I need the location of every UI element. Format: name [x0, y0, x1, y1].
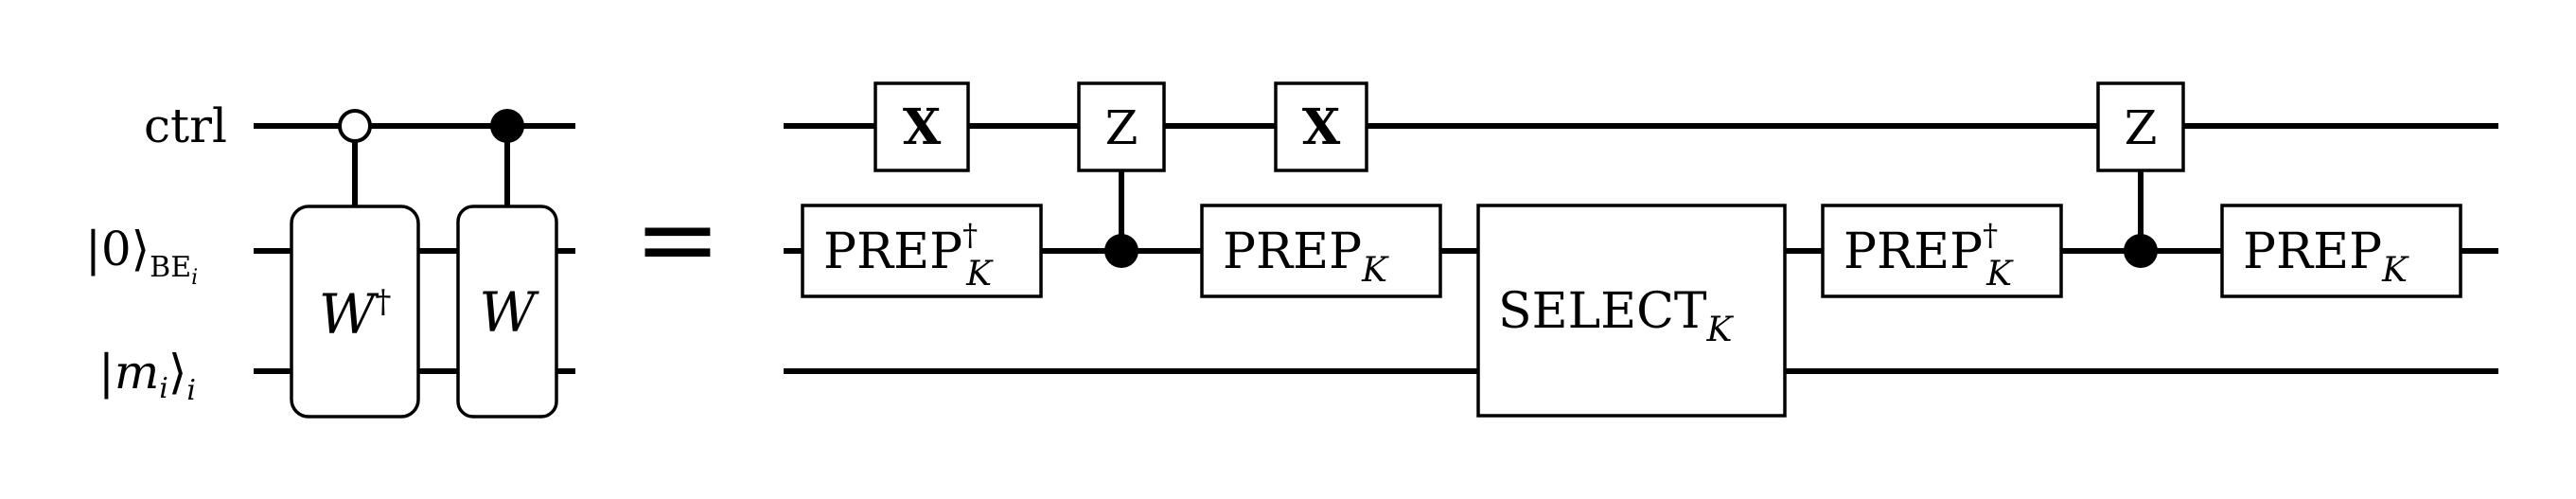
m-ket-index: i	[186, 374, 196, 407]
equals-sign: =	[634, 178, 721, 299]
m-ket-label: |mi⟩i	[98, 345, 196, 407]
x-gate-1	[873, 81, 970, 172]
m-var-sub: i	[159, 372, 168, 405]
z-gate-1-control-dot	[1104, 234, 1138, 268]
w-dagger-gate	[290, 205, 420, 419]
svg-text:|0⟩BEi: |0⟩BEi	[85, 222, 198, 290]
select-label: SELECTK	[1498, 283, 1735, 349]
x-gate-1-label: X	[903, 98, 942, 156]
x-gate-2	[1274, 81, 1368, 172]
m-ket-open: |	[98, 345, 115, 400]
x-gate-2-label: X	[1302, 98, 1341, 156]
select-gate	[1476, 204, 1787, 418]
ctrl-label: ctrl	[144, 98, 227, 153]
filled-control-dot	[490, 109, 524, 143]
prep-dagger-gate-1	[801, 204, 1043, 298]
be-sub-index: i	[191, 266, 198, 290]
m-ket-close: ⟩	[168, 345, 187, 400]
prep-dagger-2-label: PREP†K	[1844, 217, 2014, 294]
prep-dagger-gate-2	[1821, 204, 2063, 298]
z-gate-2-label: Z	[2125, 100, 2158, 155]
be-ket-label: |0⟩BEi	[85, 222, 198, 290]
m-var: m	[115, 345, 159, 400]
w-dagger-label: W†	[319, 282, 392, 347]
z-gate-1	[1077, 81, 1166, 172]
svg-text:|mi⟩i: |mi⟩i	[98, 345, 196, 407]
prep-gate-2	[2220, 204, 2462, 298]
z-gate-1-label: Z	[1105, 100, 1138, 155]
prep-2-label: PREPK	[2243, 223, 2409, 290]
open-control-circle	[338, 109, 372, 143]
be-sub: BE	[150, 251, 191, 284]
z-gate-2	[2096, 81, 2185, 172]
w-label: W	[479, 280, 539, 345]
w-gate	[456, 205, 558, 419]
z-gate-2-control-dot	[2124, 234, 2158, 268]
prep-dagger-1-label: PREP†K	[823, 217, 994, 294]
prep-gate-1	[1200, 204, 1442, 298]
prep-1-label: PREPK	[1223, 223, 1389, 290]
be-ket: |0⟩	[85, 222, 150, 276]
